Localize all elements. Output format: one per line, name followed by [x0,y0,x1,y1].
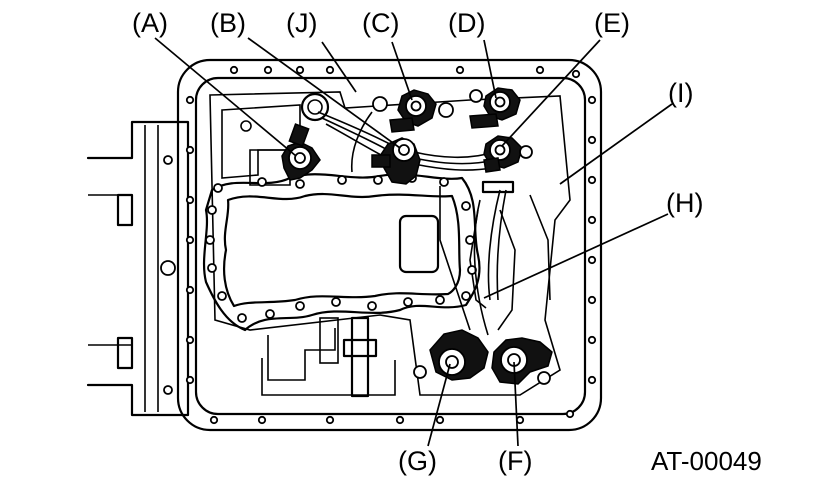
flange-bolt-hole [257,415,267,425]
flange-bolt-hole [185,235,195,245]
gasket-bolt-hole [217,291,227,301]
flange-bolt-hole [587,95,597,105]
flange-bolt-hole [571,69,581,79]
gasket-plate [202,173,481,332]
gasket-bolt-hole [213,183,223,193]
flange-bolt-hole [325,415,335,425]
gasket-bolt-hole [461,291,471,301]
gasket-bolt-hole [205,235,215,245]
solenoid-e [483,135,533,173]
flange-bolt-hole [587,335,597,345]
label-i: (I) [668,78,693,108]
flange-bolt-hole [587,175,597,185]
label-c: (C) [362,8,399,38]
solenoid-g [413,329,489,381]
leader-e [501,39,601,147]
gasket-bolt-hole [257,177,267,187]
flange-bolt-hole [229,65,239,75]
label-f: (F) [498,446,532,476]
flange-bolt-hole [185,95,195,105]
gasket-bolt-hole [465,235,475,245]
flange-bolt-hole [587,215,597,225]
solenoid-f [491,337,553,385]
gasket-bolt-hole [373,175,383,185]
flange-bolt-hole [455,65,465,75]
flange-bolt-hole [515,415,525,425]
solenoid-b [371,137,421,185]
solenoid-c [372,89,454,133]
flange-bolt-hole [185,375,195,385]
leader-d [483,39,497,99]
label-e: (E) [594,8,630,38]
label-b: (B) [210,8,246,38]
label-g: (G) [398,446,437,476]
leader-j [321,41,357,93]
gasket-bolt-hole [337,175,347,185]
leader-i [559,103,673,185]
gasket-bolt-hole [237,313,247,323]
leader-b [247,37,401,149]
gasket-bolt-hole [265,309,275,319]
flange-bolt-hole [295,65,305,75]
flange-bolt-hole [185,285,195,295]
leader-lines [154,37,673,447]
flange-bolt-hole [535,65,545,75]
flange-bolt-hole [209,415,219,425]
transmission-case [86,120,190,417]
label-h: (H) [666,188,703,218]
flange-bolt-hole [587,255,597,265]
gasket-bolt-hole [207,263,217,273]
flange-bolt-hole [435,415,445,425]
flange-bolt-hole [395,415,405,425]
oil-pan-flange [176,58,603,432]
leader-h [483,213,669,299]
callout-labels: (A) (B) (J) (C) (D) (E) (I) (H) (G) (F) … [132,8,762,476]
solenoid-a [281,123,321,181]
gasket-bolt-hole [331,297,341,307]
gasket-bolt-hole [461,201,471,211]
leader-c [391,41,413,101]
gasket-bolt-hole [439,177,449,187]
label-d: (D) [448,8,485,38]
leader-g [427,363,451,447]
gasket-bolt-hole [295,301,305,311]
flange-bolt-hole [587,295,597,305]
gasket-bolt-hole [367,301,377,311]
flange-bolt-hole [587,135,597,145]
flange-bolt-hole [587,375,597,385]
gasket-bolt-hole [295,179,305,189]
flange-bolt-hole [185,335,195,345]
flange-bolt-hole [565,409,575,419]
flange-bolt-hole [263,65,273,75]
flange-bolt-hole [325,65,335,75]
flange-bolt-hole [185,195,195,205]
leader-a [154,37,297,157]
gasket-bolt-hole [207,205,217,215]
figure-code: AT-00049 [651,446,762,476]
gasket-bolt-hole [403,297,413,307]
flange-bolt-hole [185,145,195,155]
gasket-bolt-hole [435,295,445,305]
leader-f [513,361,519,447]
label-j: (J) [286,8,317,38]
label-a: (A) [132,8,168,38]
